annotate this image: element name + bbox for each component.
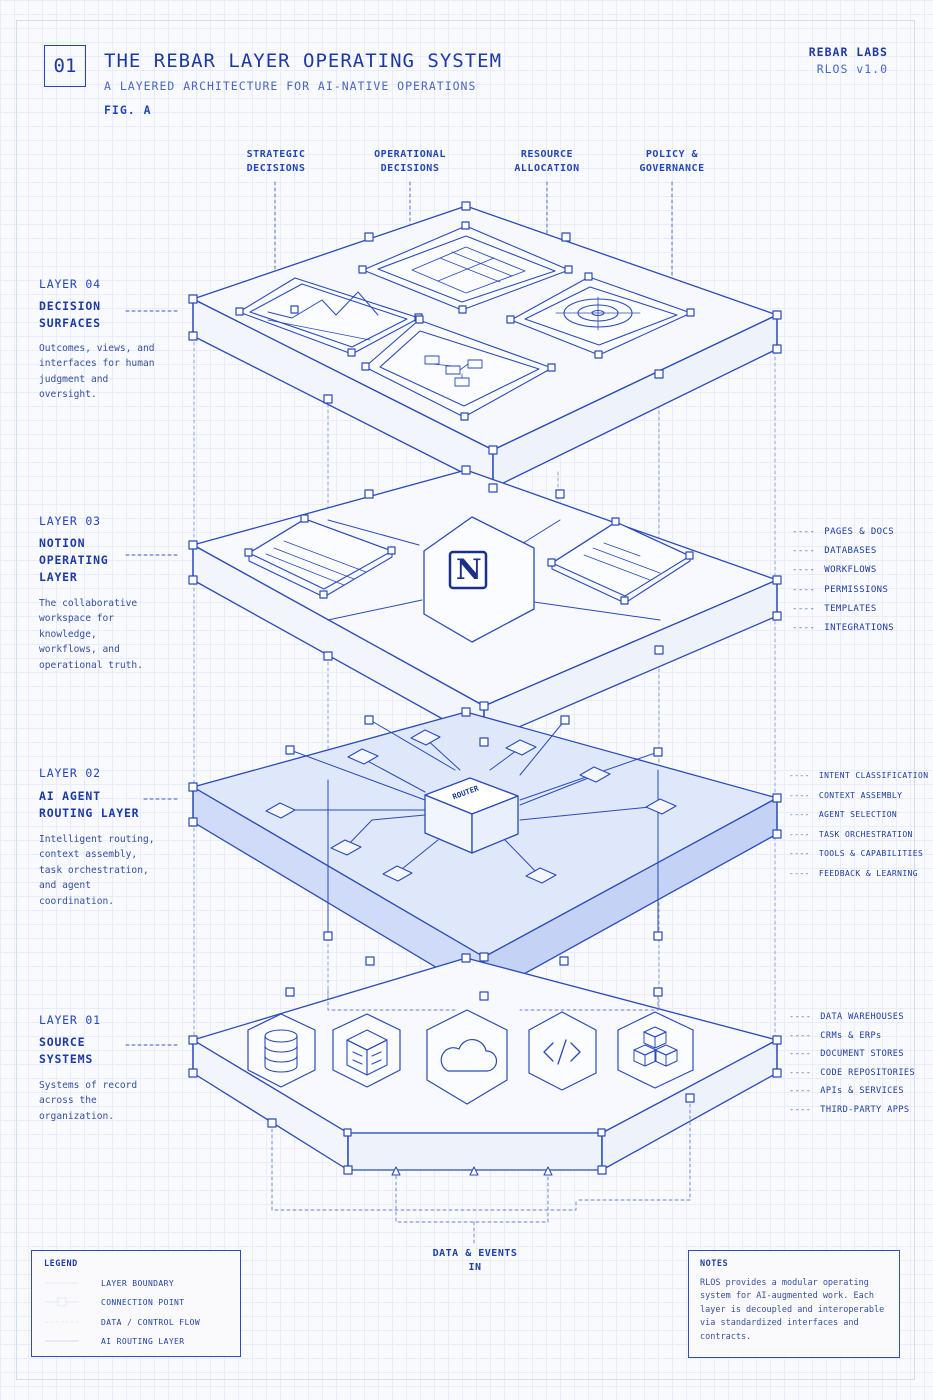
figure-number-box: 01 bbox=[44, 45, 86, 87]
feature-item: ----FEEDBACK & LEARNING bbox=[789, 868, 918, 878]
feature-item: ----WORKFLOWS bbox=[792, 565, 877, 576]
notes-body: RLOS provides a modular operating system… bbox=[700, 1278, 885, 1342]
cloud-icon bbox=[440, 1038, 498, 1072]
database-icon bbox=[264, 1029, 298, 1073]
feature-item: ----DATABASES bbox=[792, 546, 877, 557]
layer-04-panels bbox=[238, 225, 692, 418]
feature-item: ----DOCUMENT STORES bbox=[789, 1049, 904, 1060]
legend-title: LEGEND bbox=[44, 1259, 78, 1269]
layer-03-number: LAYER 03 bbox=[39, 514, 101, 528]
layer-04-description: Outcomes, views, and interfaces for huma… bbox=[39, 343, 155, 401]
legend-item-connection-point: CONNECTION POINT bbox=[101, 1298, 185, 1307]
data-flow-lines bbox=[271, 989, 691, 1244]
layer-03-doc-panels bbox=[248, 518, 691, 604]
feature-item: ----INTENT CLASSIFICATION bbox=[789, 771, 929, 780]
feature-item: ----TEMPLATES bbox=[792, 603, 877, 614]
legend-item-layer-boundary: LAYER BOUNDARY bbox=[101, 1279, 175, 1288]
brand-name: REBAR LABS bbox=[808, 45, 888, 59]
feature-item: ----THIRD-PARTY APPS bbox=[789, 1104, 910, 1115]
notion-logo-letter: N bbox=[456, 553, 482, 586]
feature-item: ----APIs & SERVICES bbox=[789, 1086, 904, 1097]
legend-item-ai-routing: AI ROUTING LAYER bbox=[101, 1337, 185, 1346]
cubes-icon bbox=[633, 1026, 678, 1067]
feature-item: ----DATA WAREHOUSES bbox=[789, 1012, 904, 1022]
notes-box: NOTES RLOS provides a modular operating … bbox=[688, 1250, 900, 1358]
layer-01-description: Systems of record across the organizatio… bbox=[39, 1080, 138, 1122]
top-label-policy: POLICY &GOVERNANCE bbox=[639, 149, 705, 174]
source-feature-list: ----DATA WAREHOUSES ----CRMs & ERPs ----… bbox=[789, 1008, 915, 1120]
layer-02-number: LAYER 02 bbox=[39, 766, 101, 780]
connection-points bbox=[188, 201, 782, 1175]
feature-item: ----PAGES & DOCS bbox=[792, 527, 895, 537]
code-icon bbox=[543, 1039, 581, 1065]
layer-03-description: The collaborative workspace for knowledg… bbox=[39, 598, 143, 671]
router-box bbox=[424, 777, 519, 854]
feature-item: ----AGENT SELECTION bbox=[789, 810, 898, 820]
routing-feature-list: ----INTENT CLASSIFICATION ----CONTEXT AS… bbox=[789, 766, 928, 884]
brand-block: REBAR LABS RLOS v1.0 bbox=[809, 44, 888, 78]
layer-02-description: Intelligent routing, context assembly, t… bbox=[39, 834, 155, 907]
notes-title: NOTES bbox=[700, 1259, 729, 1269]
notion-feature-list: ----PAGES & DOCS ----DATABASES ----WORKF… bbox=[792, 523, 894, 638]
notion-logo bbox=[423, 516, 535, 643]
page-title: THE REBAR LAYER OPERATING SYSTEM bbox=[104, 50, 503, 72]
feature-item: ----CRMs & ERPs bbox=[789, 1030, 882, 1041]
layer-01-number: LAYER 01 bbox=[39, 1013, 101, 1027]
feature-item: ----PERMISSIONS bbox=[792, 584, 889, 595]
page-subtitle: A LAYERED ARCHITECTURE FOR AI-NATIVE OPE… bbox=[104, 79, 477, 93]
routing-nodes bbox=[265, 729, 677, 884]
feature-item: ----CONTEXT ASSEMBLY bbox=[789, 790, 903, 800]
feature-item: ----INTEGRATIONS bbox=[792, 623, 895, 634]
archive-box-icon bbox=[346, 1029, 388, 1076]
feature-item: ----TASK ORCHESTRATION bbox=[789, 829, 913, 839]
page-frame bbox=[16, 20, 915, 1380]
feature-item: ----CODE REPOSITORIES bbox=[789, 1067, 916, 1078]
legend-box: LEGEND LAYER BOUNDARY CONNECTION POINT D… bbox=[31, 1250, 241, 1357]
legend-item-data-flow: DATA / CONTROL FLOW bbox=[101, 1318, 201, 1327]
figure-label: FIG. A bbox=[104, 103, 152, 117]
version-label: RLOS v1.0 bbox=[816, 62, 888, 76]
feature-item: ----TOOLS & CAPABILITIES bbox=[789, 849, 924, 859]
flow-arrow-markers bbox=[391, 1166, 553, 1176]
layer-04-number: LAYER 04 bbox=[39, 277, 101, 291]
left-leaders bbox=[125, 310, 181, 1046]
